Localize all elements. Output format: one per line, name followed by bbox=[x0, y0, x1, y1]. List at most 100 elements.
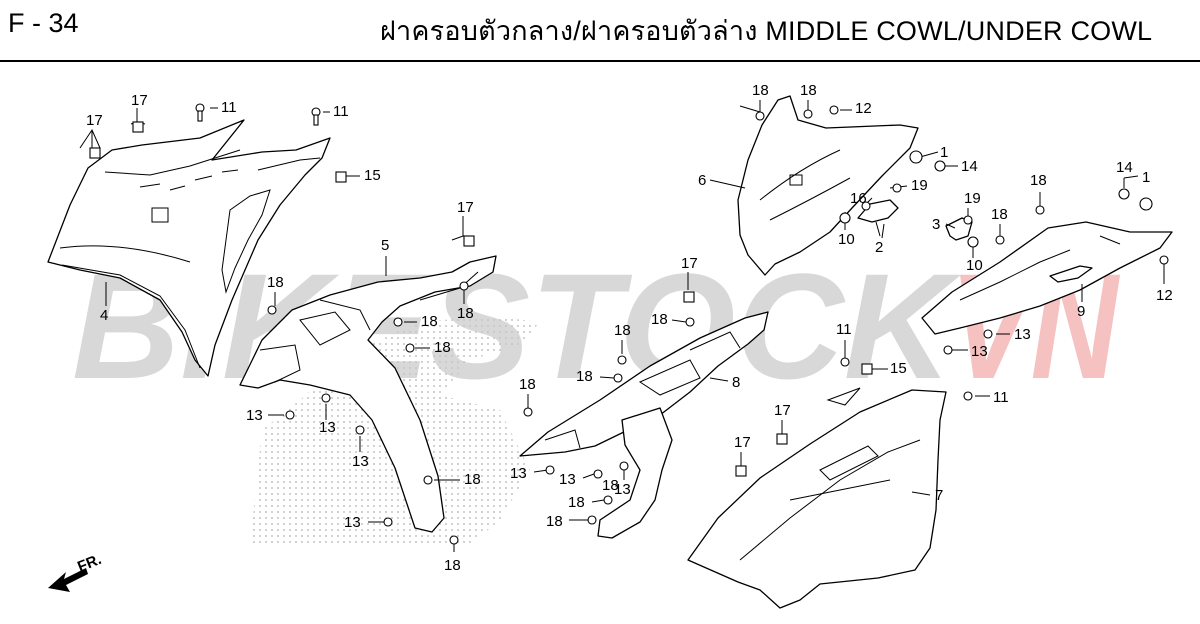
callout-7: 7 bbox=[935, 487, 943, 504]
callout-9: 9 bbox=[1077, 303, 1085, 320]
nut-icon bbox=[593, 469, 603, 479]
callout-18: 18 bbox=[614, 322, 631, 339]
callout-17: 17 bbox=[457, 199, 474, 216]
screw-icon bbox=[449, 535, 459, 545]
part-5-inner-cover bbox=[239, 255, 497, 533]
callout-11: 11 bbox=[993, 389, 1009, 406]
screw-icon bbox=[523, 407, 533, 417]
callout-2: 2 bbox=[875, 239, 883, 256]
callout-4: 4 bbox=[100, 307, 108, 324]
callout-18: 18 bbox=[752, 82, 769, 99]
callout-18: 18 bbox=[267, 274, 284, 291]
callout-18: 18 bbox=[457, 305, 474, 322]
screw-icon bbox=[603, 495, 613, 505]
part-4-middle-cowl-left bbox=[47, 119, 331, 377]
callout-1: 1 bbox=[940, 144, 948, 161]
callout-12: 12 bbox=[855, 100, 872, 117]
page-code: F - 34 bbox=[8, 8, 79, 38]
nut-icon bbox=[983, 329, 993, 339]
nut-icon bbox=[545, 465, 555, 475]
part-8-under-cowl-inner bbox=[519, 311, 769, 539]
clip-icon bbox=[132, 121, 144, 133]
callout-13: 13 bbox=[614, 481, 631, 498]
clip-icon bbox=[463, 235, 475, 247]
washer-icon bbox=[839, 212, 851, 224]
callout-1: 1 bbox=[1142, 169, 1150, 186]
callout-11: 11 bbox=[333, 103, 349, 120]
fasteners bbox=[89, 103, 1169, 545]
diagram-title: ฝาครอบตัวกลาง/ฝาครอบตัวล่าง MIDDLE COWL/… bbox=[380, 16, 1153, 46]
callout-10: 10 bbox=[838, 231, 855, 248]
screw-icon bbox=[267, 305, 277, 315]
callout-17: 17 bbox=[734, 434, 751, 451]
clip-icon bbox=[89, 147, 101, 159]
callout-18: 18 bbox=[546, 513, 563, 530]
clip-icon bbox=[735, 465, 747, 477]
part-7-side-cover bbox=[687, 387, 947, 609]
callout-18: 18 bbox=[602, 477, 619, 494]
callout-13: 13 bbox=[1014, 326, 1031, 343]
callout-18: 18 bbox=[651, 311, 668, 328]
screw-icon bbox=[685, 317, 695, 327]
washer-icon bbox=[934, 160, 946, 172]
leader-lines bbox=[79, 100, 1165, 552]
screw-icon bbox=[963, 215, 973, 225]
screw-icon bbox=[829, 105, 839, 115]
screw-icon bbox=[393, 317, 403, 327]
callout-18: 18 bbox=[991, 206, 1008, 223]
screw-icon bbox=[892, 183, 902, 193]
callout-18: 18 bbox=[800, 82, 817, 99]
callout-18: 18 bbox=[576, 368, 593, 385]
nut-icon bbox=[285, 410, 295, 420]
callout-17: 17 bbox=[86, 112, 103, 129]
nut-icon bbox=[861, 201, 871, 211]
front-arrow-label: FR. bbox=[75, 551, 104, 576]
grommet-icon bbox=[1139, 197, 1153, 211]
diagram-header: F - 34 ฝาครอบตัวกลาง/ฝาครอบตัวล่าง MIDDL… bbox=[0, 0, 1200, 60]
screw-icon bbox=[1035, 205, 1045, 215]
screw-icon bbox=[613, 373, 623, 383]
callout-13: 13 bbox=[246, 407, 263, 424]
callout-18: 18 bbox=[519, 376, 536, 393]
washer-icon bbox=[1118, 188, 1130, 200]
callout-11: 11 bbox=[221, 99, 237, 116]
callout-11: 11 bbox=[836, 321, 852, 338]
callout-19: 19 bbox=[911, 177, 928, 194]
callout-labels: 1 1 2 3 4 5 6 7 8 9 10 10 11 11 11 11 12… bbox=[86, 82, 1173, 574]
callout-13: 13 bbox=[352, 453, 369, 470]
screw-icon bbox=[1159, 255, 1169, 265]
callout-14: 14 bbox=[961, 158, 978, 175]
callout-18: 18 bbox=[434, 339, 451, 356]
screw-icon bbox=[755, 111, 765, 121]
nut-icon bbox=[619, 461, 629, 471]
clip-icon bbox=[335, 171, 347, 183]
clip-icon bbox=[861, 363, 873, 375]
callout-13: 13 bbox=[559, 471, 576, 488]
callout-17: 17 bbox=[131, 92, 148, 109]
callout-6: 6 bbox=[698, 172, 706, 189]
screw-icon bbox=[840, 357, 850, 367]
screw-icon bbox=[423, 475, 433, 485]
clip-icon bbox=[683, 291, 695, 303]
nut-icon bbox=[943, 345, 953, 355]
front-arrow-icon: FR. bbox=[48, 551, 104, 592]
header-rule bbox=[0, 60, 1200, 62]
washer-icon bbox=[967, 236, 979, 248]
callout-5: 5 bbox=[381, 237, 389, 254]
callout-18: 18 bbox=[421, 313, 438, 330]
grommet-icon bbox=[909, 150, 923, 164]
clip-icon bbox=[776, 433, 788, 445]
callout-15: 15 bbox=[364, 167, 381, 184]
callout-15: 15 bbox=[890, 360, 907, 377]
screw-icon bbox=[803, 109, 813, 119]
callout-8: 8 bbox=[732, 374, 740, 391]
screw-icon bbox=[195, 103, 205, 122]
screw-icon bbox=[587, 515, 597, 525]
part-6-upper-cowl bbox=[737, 95, 919, 276]
screw-icon bbox=[405, 343, 415, 353]
nut-icon bbox=[383, 517, 393, 527]
screw-icon bbox=[459, 281, 469, 291]
screw-icon bbox=[311, 107, 321, 126]
part-9-under-cowl bbox=[921, 221, 1173, 335]
callout-12: 12 bbox=[1156, 287, 1173, 304]
